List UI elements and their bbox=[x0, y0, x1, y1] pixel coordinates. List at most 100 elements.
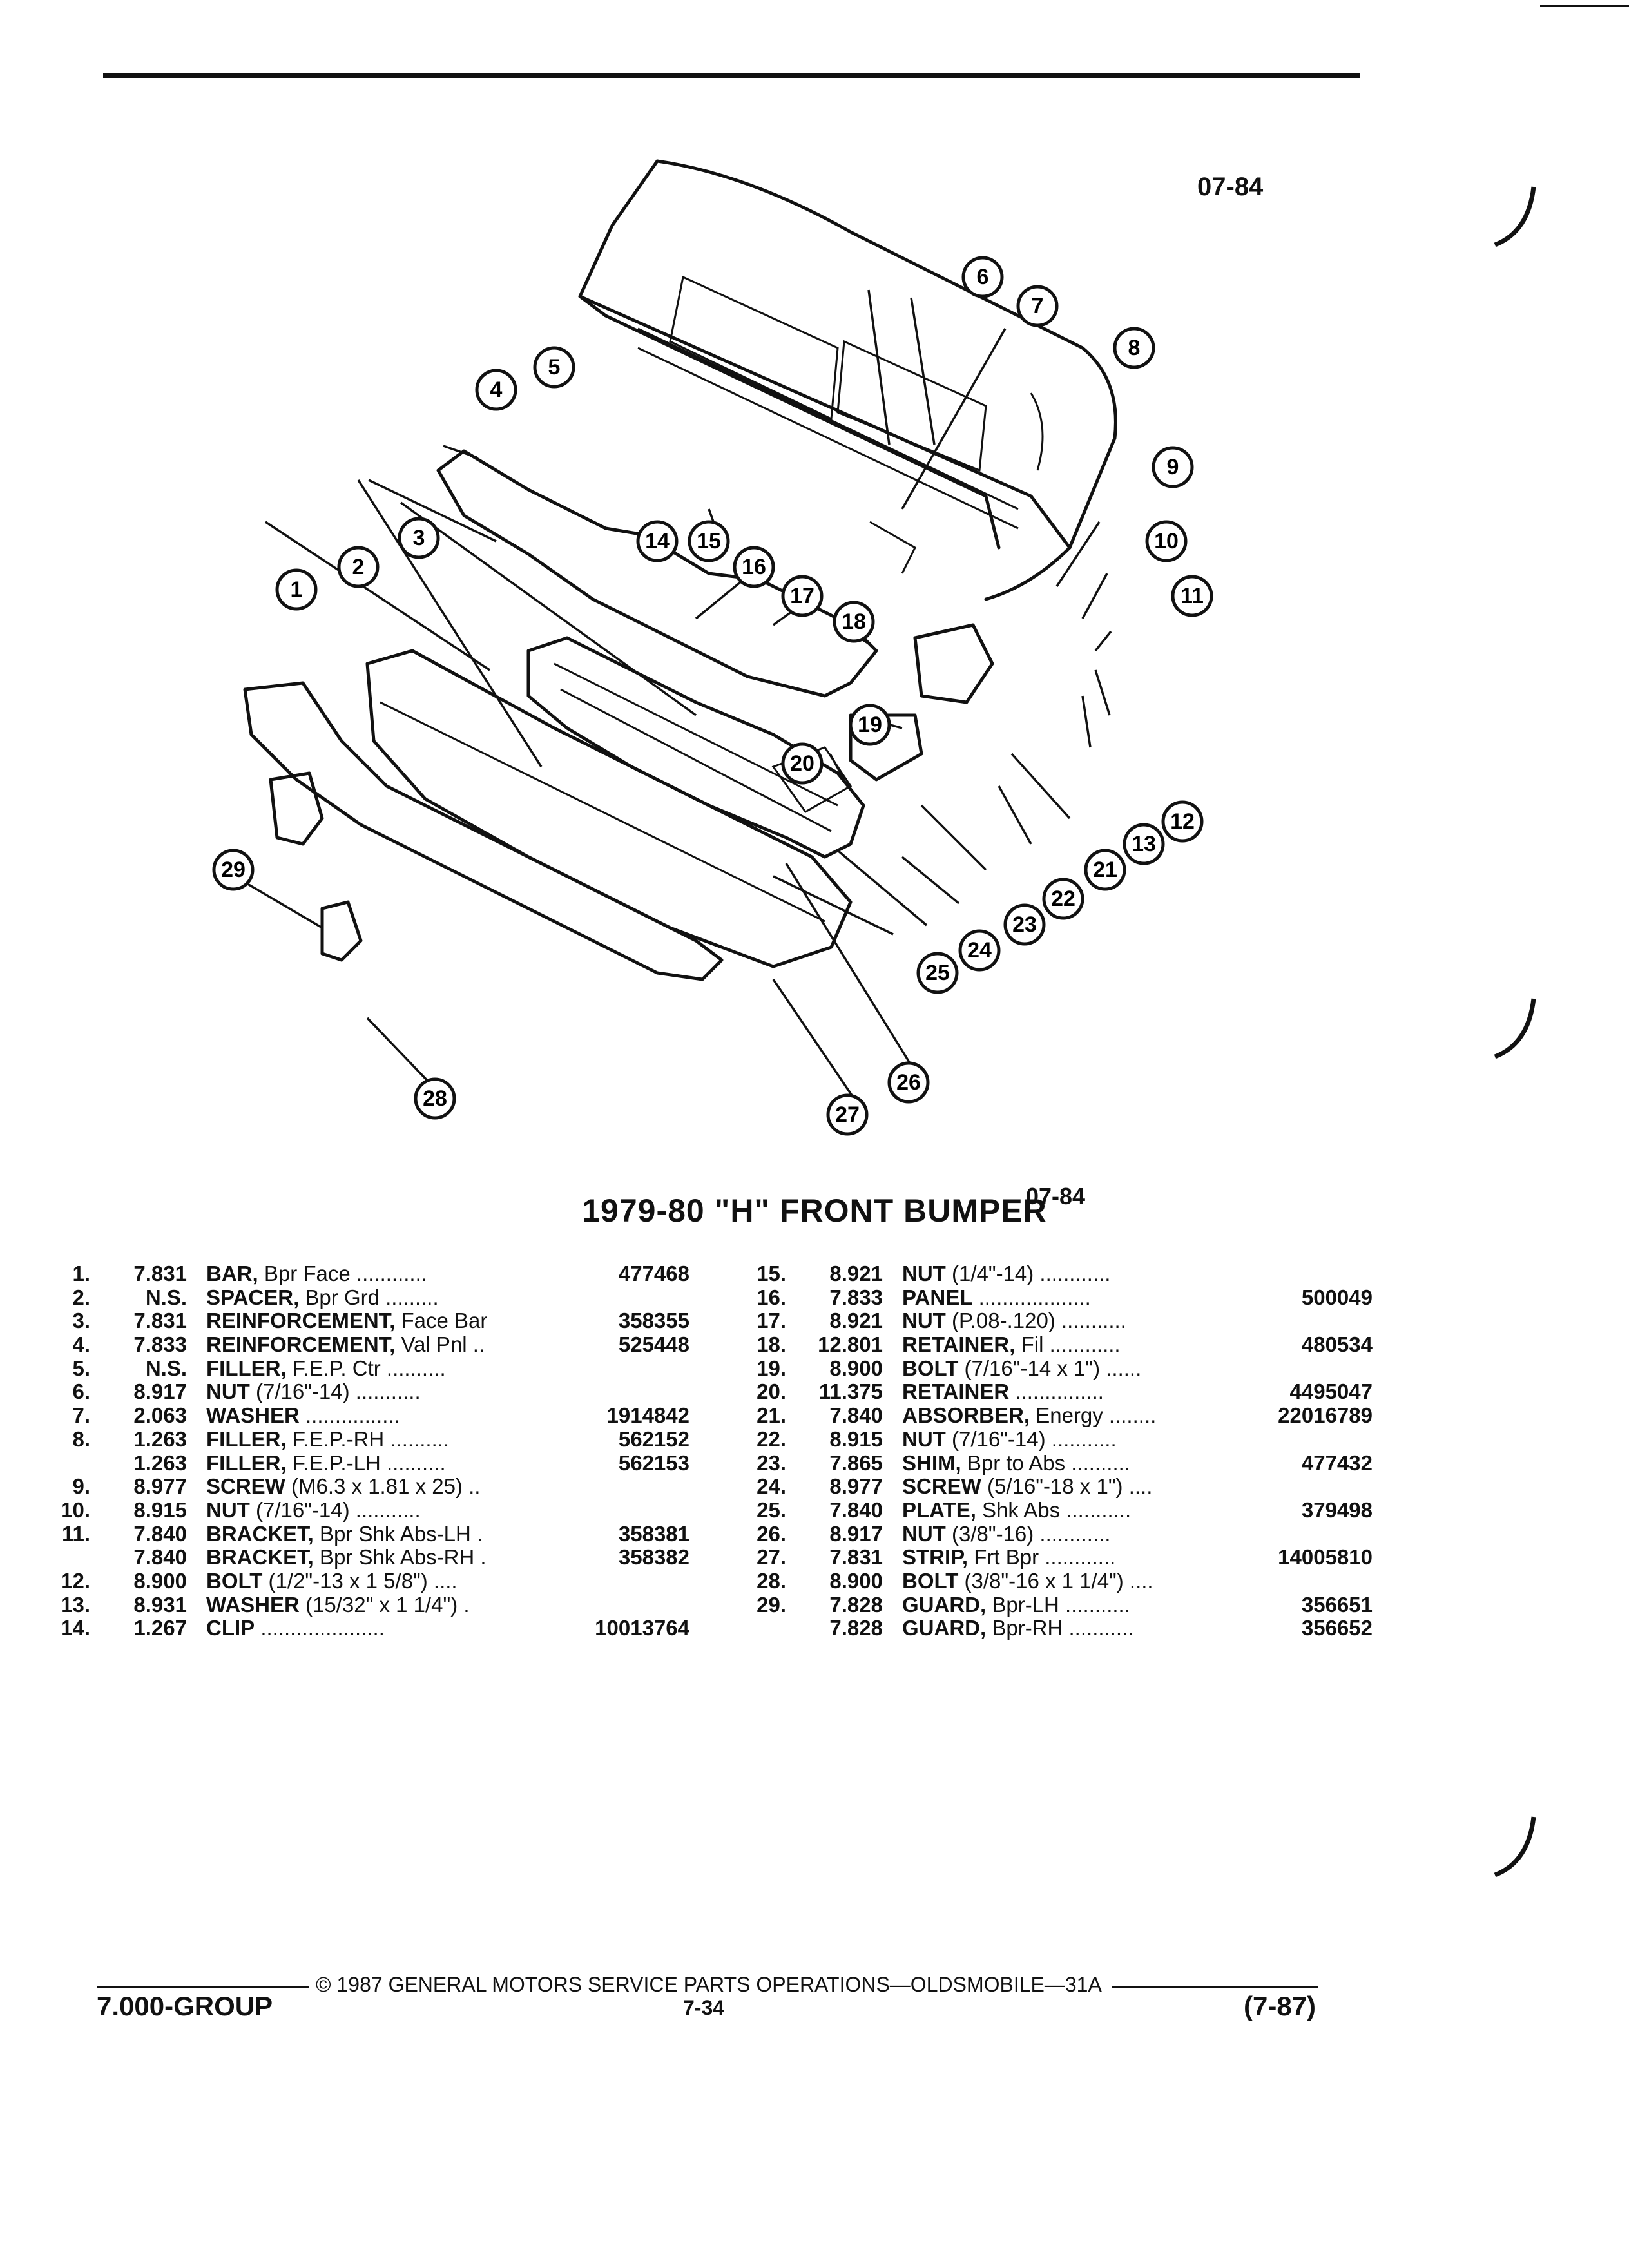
callout-20: 20 bbox=[781, 742, 824, 785]
part-detail: (5/16"-18 x 1") .... bbox=[981, 1474, 1153, 1499]
part-detail: Bpr Shk Abs-LH . bbox=[313, 1521, 483, 1546]
callout-29: 29 bbox=[212, 849, 255, 891]
part-description: SCREW (5/16"-18 x 1") .... bbox=[902, 1474, 1152, 1499]
part-name: FILLER, bbox=[206, 1356, 287, 1380]
item-number: 24. bbox=[757, 1474, 786, 1499]
part-description: NUT (P.08-.120) ........... bbox=[902, 1309, 1126, 1333]
group-number: 7.840 bbox=[829, 1497, 883, 1522]
part-detail: F.E.P.-RH .......... bbox=[286, 1427, 450, 1451]
corner-mark bbox=[1540, 5, 1629, 7]
svg-text:1: 1 bbox=[291, 577, 303, 602]
binder-mark-2 bbox=[1494, 998, 1536, 1059]
part-description: FILLER, F.E.P.-RH .......... bbox=[206, 1427, 449, 1452]
parts-row: 2.N.S.SPACER, Bpr Grd ......... bbox=[39, 1285, 696, 1309]
item-number: 1. bbox=[72, 1262, 90, 1285]
callout-17: 17 bbox=[781, 575, 824, 617]
group-number: 7.833 bbox=[133, 1332, 187, 1357]
svg-text:29: 29 bbox=[221, 858, 246, 882]
part-name: WASHER bbox=[206, 1403, 300, 1428]
part-description: RETAINER, Fil ............ bbox=[902, 1332, 1121, 1357]
part-detail: ............... bbox=[1009, 1379, 1104, 1404]
part-description: BRACKET, Bpr Shk Abs-LH . bbox=[206, 1522, 483, 1546]
part-number: 358381 bbox=[618, 1521, 689, 1546]
part-description: BAR, Bpr Face ............ bbox=[206, 1262, 427, 1286]
part-number: 1914842 bbox=[606, 1403, 689, 1428]
item-number: 20. bbox=[757, 1379, 786, 1404]
part-description: SHIM, Bpr to Abs .......... bbox=[902, 1451, 1130, 1475]
part-detail: (3/8"-16) ............ bbox=[945, 1521, 1111, 1546]
part-number: 480534 bbox=[1301, 1332, 1373, 1357]
part-name: SPACER, bbox=[206, 1285, 300, 1309]
part-name: NUT bbox=[902, 1309, 946, 1333]
group-label: 7.000-GROUP bbox=[97, 1991, 273, 2021]
svg-text:15: 15 bbox=[697, 529, 721, 553]
item-number: 13. bbox=[61, 1592, 90, 1617]
group-number: 8.917 bbox=[829, 1521, 883, 1546]
part-description: GUARD, Bpr-RH ........... bbox=[902, 1616, 1133, 1640]
part-name: BRACKET, bbox=[206, 1545, 314, 1570]
group-number: 8.931 bbox=[133, 1592, 187, 1617]
callout-3: 3 bbox=[398, 517, 440, 559]
top-rule bbox=[103, 73, 1360, 78]
part-name: BOLT bbox=[902, 1356, 959, 1380]
svg-text:2: 2 bbox=[352, 555, 365, 579]
part-detail: (M6.3 x 1.81 x 25) .. bbox=[285, 1474, 481, 1499]
part-description: PLATE, Shk Abs ........... bbox=[902, 1498, 1131, 1523]
part-number: 14005810 bbox=[1278, 1545, 1373, 1570]
part-name: NUT bbox=[206, 1497, 250, 1522]
shock-absorber-part bbox=[849, 713, 923, 782]
part-detail: Shk Abs ........... bbox=[976, 1497, 1132, 1522]
svg-text:25: 25 bbox=[925, 961, 950, 985]
part-detail: (3/8"-16 x 1 1/4") .... bbox=[958, 1568, 1153, 1593]
group-number: 7.833 bbox=[829, 1285, 883, 1309]
group-number: 7.831 bbox=[829, 1545, 883, 1570]
valance-panel-part bbox=[436, 449, 878, 698]
part-name: WASHER bbox=[206, 1592, 300, 1617]
item-number: 10. bbox=[61, 1497, 90, 1522]
callout-6: 6 bbox=[961, 256, 1004, 298]
callout-1: 1 bbox=[275, 568, 318, 611]
callout-18: 18 bbox=[833, 601, 875, 643]
group-number: 7.865 bbox=[829, 1450, 883, 1475]
part-detail: Bpr-RH ........... bbox=[986, 1616, 1134, 1640]
part-name: PANEL bbox=[902, 1285, 973, 1309]
item-number: 15. bbox=[757, 1262, 786, 1285]
part-detail: F.E.P. Ctr .......... bbox=[286, 1356, 446, 1380]
svg-text:21: 21 bbox=[1093, 858, 1117, 882]
svg-text:13: 13 bbox=[1132, 832, 1156, 856]
part-detail: Energy ........ bbox=[1030, 1403, 1157, 1428]
part-number: 22016789 bbox=[1278, 1403, 1373, 1428]
part-detail: Bpr to Abs .......... bbox=[961, 1450, 1130, 1475]
svg-text:4: 4 bbox=[490, 378, 503, 402]
part-description: NUT (7/16"-14) ........... bbox=[902, 1427, 1117, 1452]
leader-lines bbox=[234, 289, 1112, 1096]
item-number: 22. bbox=[757, 1427, 786, 1451]
part-number: 356651 bbox=[1301, 1592, 1373, 1617]
group-number: 8.900 bbox=[829, 1356, 883, 1380]
callout-15: 15 bbox=[688, 520, 730, 562]
part-name: SCREW bbox=[206, 1474, 285, 1499]
group-number: 12.801 bbox=[818, 1332, 883, 1357]
part-detail: Bpr-LH ........... bbox=[986, 1592, 1130, 1617]
part-number: 562152 bbox=[618, 1427, 689, 1451]
item-number: 18. bbox=[757, 1332, 786, 1357]
callout-28: 28 bbox=[414, 1077, 456, 1120]
part-number: 4495047 bbox=[1289, 1379, 1373, 1404]
part-number: 358355 bbox=[618, 1309, 689, 1333]
part-name: RETAINER bbox=[902, 1379, 1010, 1404]
part-description: ABSORBER, Energy ........ bbox=[902, 1403, 1156, 1428]
group-number: 1.263 bbox=[133, 1450, 187, 1475]
callout-8: 8 bbox=[1113, 327, 1155, 369]
part-description: NUT (7/16"-14) ........... bbox=[206, 1379, 421, 1404]
